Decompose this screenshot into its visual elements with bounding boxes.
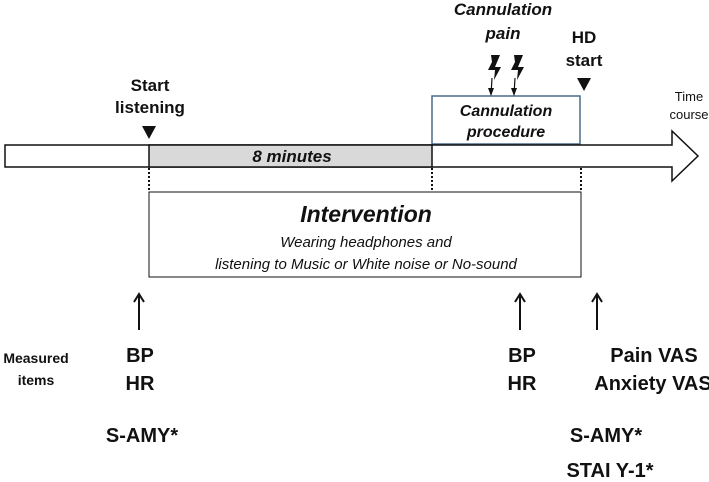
measure-up-arrow-icon bbox=[133, 292, 145, 330]
hd-start-label-line2: start bbox=[566, 51, 603, 70]
cannulation-procedure-label-line2: procedure bbox=[466, 124, 545, 141]
cannulation-procedure-label-line1: Cannulation bbox=[460, 103, 553, 120]
cannulation-procedure-box bbox=[431, 95, 581, 145]
hd-start-label-line1: HD bbox=[572, 28, 597, 47]
hd-start-marker-down-triangle-icon bbox=[577, 78, 591, 91]
start-listening-marker-down-triangle-icon bbox=[142, 126, 156, 139]
intervention-box bbox=[148, 191, 582, 278]
start-measure-bp: BP bbox=[126, 345, 154, 367]
pain-lightning-bolt-icon bbox=[511, 55, 524, 96]
start-listening-label-line2: listening bbox=[115, 98, 185, 117]
time-course-label-line1: Time bbox=[675, 89, 703, 104]
measure-up-arrow-icon bbox=[514, 292, 526, 330]
start-measure-s-amy: S-AMY* bbox=[106, 425, 178, 447]
eight-minutes-label: 8 minutes bbox=[252, 147, 331, 166]
intervention-desc-line1: Wearing headphones and bbox=[280, 234, 452, 251]
start-listening-label-line1: Start bbox=[131, 76, 170, 95]
intervention-desc-line2: listening to Music or White noise or No-… bbox=[215, 256, 517, 273]
measured-items-label-line1: Measured bbox=[3, 350, 68, 366]
cannulation-measure-bp: BP bbox=[508, 345, 536, 367]
hd-measure-pain-vas: Pain VAS bbox=[610, 345, 697, 367]
cannulation-measure-hr: HR bbox=[508, 373, 537, 395]
hd-measure-s-amy: S-AMY* bbox=[570, 425, 642, 447]
hd-measure-stai: STAI Y-1* bbox=[566, 460, 653, 482]
pain-lightning-bolt-icon bbox=[488, 55, 501, 96]
measured-items-label-line2: items bbox=[18, 372, 55, 388]
start-measure-hr: HR bbox=[126, 373, 155, 395]
time-course-label-line2: course bbox=[669, 107, 708, 122]
cannulation-pain-label-line1: Cannulation bbox=[454, 0, 552, 19]
listening-period-segment bbox=[148, 144, 433, 168]
measure-up-arrow-icon bbox=[591, 292, 603, 330]
intervention-title: Intervention bbox=[300, 201, 432, 227]
hd-measure-anxiety-vas: Anxiety VAS bbox=[594, 373, 709, 395]
cannulation-pain-label-line2: pain bbox=[485, 24, 521, 43]
